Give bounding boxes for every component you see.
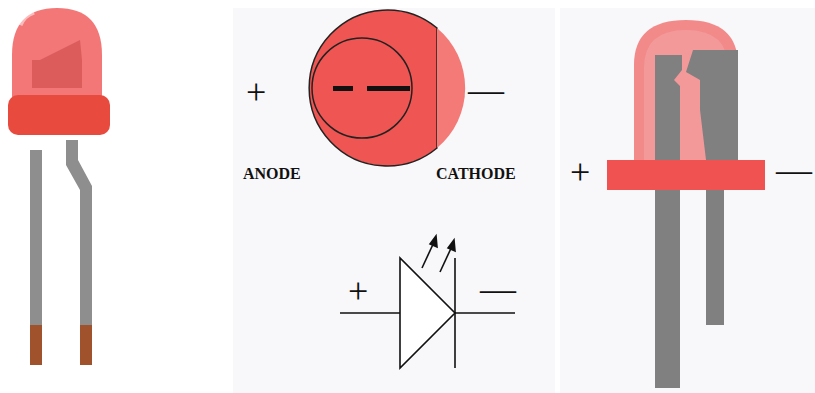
panel xyxy=(233,8,555,393)
polarity-sign: + xyxy=(570,154,590,190)
polarity-sign: + xyxy=(246,74,266,110)
diode-symbol xyxy=(340,236,515,368)
led-photo xyxy=(8,8,110,365)
terminal-name: CATHODE xyxy=(436,166,516,182)
polarity-sign: — xyxy=(776,152,812,188)
led-cross-section xyxy=(607,20,765,388)
led-top-view xyxy=(309,10,465,166)
panel xyxy=(560,8,815,393)
terminal-name: ANODE xyxy=(243,166,301,182)
polarity-sign: — xyxy=(468,72,504,108)
polarity-sign: — xyxy=(480,271,516,307)
polarity-sign: + xyxy=(348,273,368,309)
